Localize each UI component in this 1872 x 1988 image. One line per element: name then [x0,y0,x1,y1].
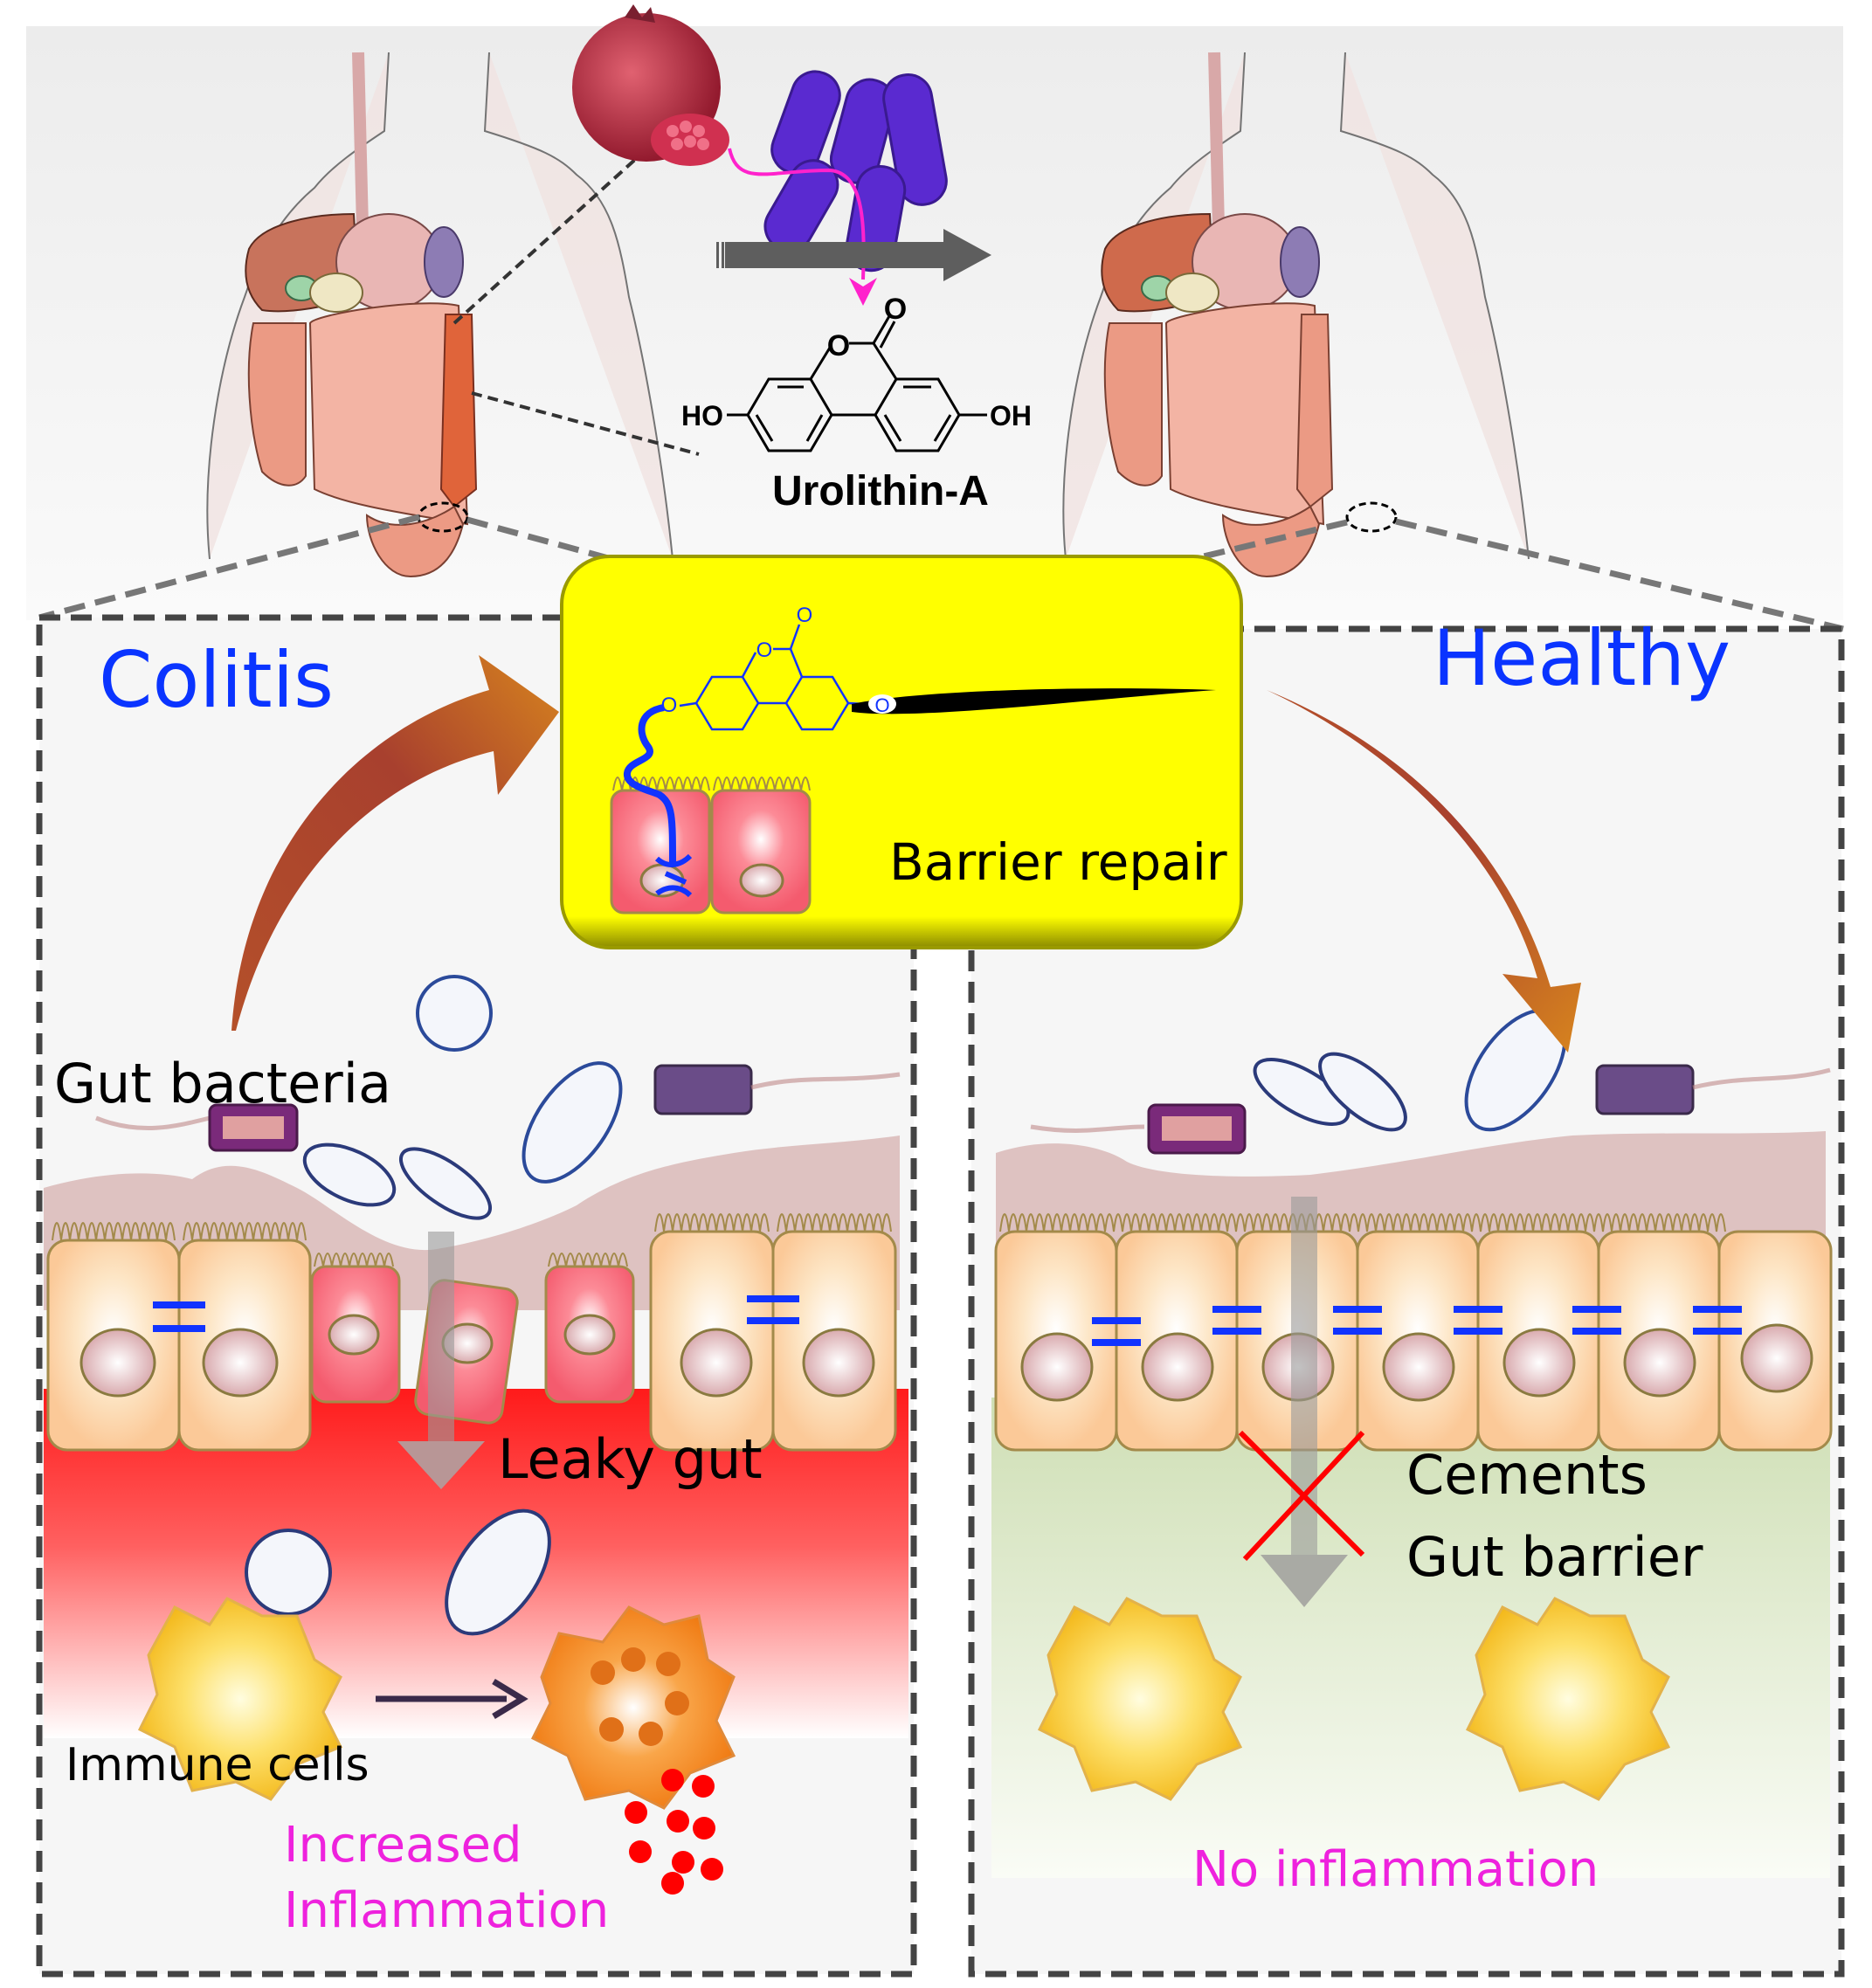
colitis-panel [36,614,917,1978]
pointer-line-pomegranate [452,155,639,325]
box-tight-junctions [654,853,693,898]
activated-granules [591,1647,689,1746]
leak-arrow-shaft [428,1232,454,1441]
progression-arrow [716,229,991,281]
bacterium-tethered-right-icon [653,1064,901,1115]
digestive-organs-right [1101,212,1398,578]
leak-arrow-head [397,1441,485,1489]
zoom-line-left-outer [38,514,420,621]
healthy-title: Healthy [1433,613,1731,703]
translocated-bacterium-round-icon [245,1529,332,1616]
inflammation-label: Inflammation [284,1882,610,1939]
bacterium-tethered-left-icon [95,1103,299,1152]
ring-oxygen-label: O [827,329,850,362]
pointer-line-urolithin [471,391,700,456]
gut-bacteria-label: Gut bacteria [54,1052,391,1115]
colitis-panel-border [36,614,917,1978]
immune-cell-healthy-1-icon [1037,1597,1243,1801]
healthy-panel [968,625,1845,1978]
digestive-organs-left [245,212,478,578]
barrier-repair-label: Barrier repair [889,832,1227,892]
metabolism-arrowhead [849,278,877,306]
metabolism-arrow [728,148,866,280]
needle-oxygen: O [874,694,889,716]
colon-zoom-marker-right [1345,501,1398,533]
microvilli-healthy [999,1213,1726,1232]
box-cell-right [710,789,812,915]
compound-name: Urolithin-A [772,468,989,514]
healthy-tethered-left-icon [1030,1103,1247,1155]
colitis-title: Colitis [99,635,334,725]
tether-linker [624,704,676,866]
activation-arrowhead [492,1679,528,1719]
blocked-x-icon [1238,1430,1365,1562]
zoom-line-left-inner [466,516,612,563]
epithelial-cells-intact-right [649,1230,897,1452]
box-microvilli [612,777,811,791]
carbonyl-oxygen-label: O [884,293,907,326]
treatment-arrow-in [231,655,559,1031]
analog-ring-oxygen: O [756,639,773,662]
translocated-bacterium-rod-icon [445,1508,551,1636]
immune-cells-label: Immune cells [66,1739,370,1791]
bacterium-rod-icon [522,1061,623,1184]
cytokine-dots [625,1769,723,1895]
needle-eye [868,694,896,714]
bacterium-spiral-icon [302,1142,493,1220]
analog-ether-oxygen: O [661,694,678,717]
immune-cell-resting-icon [137,1597,343,1801]
healthy-tethered-right-icon [1595,1064,1831,1115]
hydroxyl-left-label: HO [681,400,723,431]
healthy-panel-border [968,625,1845,1978]
urolithin-a-structure [727,315,987,452]
treatment-arrow-out [1267,690,1581,1053]
cements-label: Cements [1406,1443,1647,1507]
needle-icon [852,688,1216,714]
blocked-arrow-head [1261,1555,1348,1607]
epithelial-cells-damaged [310,1265,635,1425]
gut-barrier-label: Gut barrier [1406,1525,1703,1589]
zoom-line-right-outer [1395,518,1844,632]
leaky-gut-label: Leaky gut [498,1427,763,1491]
tight-junctions [1092,1306,1742,1346]
hydroxyl-right-label: OH [990,400,1032,431]
zoom-line-right-inner [1192,519,1348,563]
bacterium-round-icon [416,975,493,1052]
healthy-bacteria-spiral-icon [1253,1052,1407,1132]
analog-carbonyl-oxygen: O [797,604,813,627]
increased-label: Increased [284,1817,522,1874]
urolithin-analog-structure [679,624,866,731]
immune-cell-healthy-2-icon [1465,1597,1671,1801]
epithelial-cells-intact-left [46,1239,312,1452]
immune-cell-activated-icon [530,1605,736,1810]
barrier-repair-box: O O O O [560,555,1243,949]
no-inflammation-label: No inflammation [1192,1841,1599,1898]
pomegranate-icon [572,4,729,166]
microvilli [52,1213,892,1267]
